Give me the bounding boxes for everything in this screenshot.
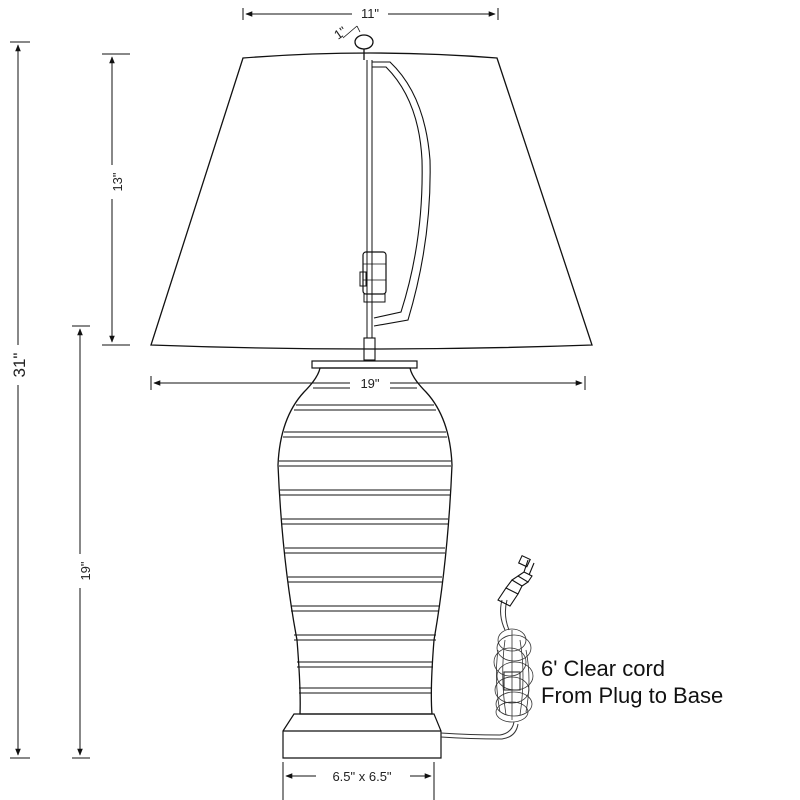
cord-note-line2: From Plug to Base bbox=[541, 683, 723, 708]
dim-overall-height: 31" bbox=[6, 41, 30, 759]
dim-shade-bottom: 19" bbox=[150, 374, 586, 391]
lamp-harp bbox=[354, 34, 431, 361]
lamp-base-block bbox=[282, 713, 442, 759]
shade-top-width-label: 11" bbox=[361, 6, 379, 21]
cord-note: 6' Clear cord From Plug to Base bbox=[541, 656, 723, 708]
overall-height-label: 31" bbox=[10, 353, 29, 378]
coiled-cord bbox=[493, 628, 534, 723]
dim-base-height: 19" bbox=[72, 325, 93, 759]
shade-bottom-width-label: 19" bbox=[360, 376, 379, 391]
shade-height-label: 13" bbox=[110, 172, 125, 191]
finial-ornament bbox=[354, 34, 374, 50]
plug bbox=[497, 554, 535, 607]
vase-rings bbox=[279, 382, 451, 694]
power-cord bbox=[440, 554, 535, 740]
dim-base-footprint: 6.5" x 6.5" bbox=[282, 762, 435, 800]
finial-width-label: 1" bbox=[331, 23, 350, 42]
lamp-shade bbox=[150, 52, 593, 350]
cord-note-line1: 6' Clear cord bbox=[541, 656, 665, 681]
base-footprint-label: 6.5" x 6.5" bbox=[332, 769, 391, 784]
dim-shade-height: 13" bbox=[102, 53, 130, 346]
base-height-label: 19" bbox=[78, 561, 93, 580]
neck-cap bbox=[311, 360, 418, 369]
lamp-body bbox=[277, 360, 453, 759]
dim-shade-top: 11" bbox=[242, 5, 499, 21]
